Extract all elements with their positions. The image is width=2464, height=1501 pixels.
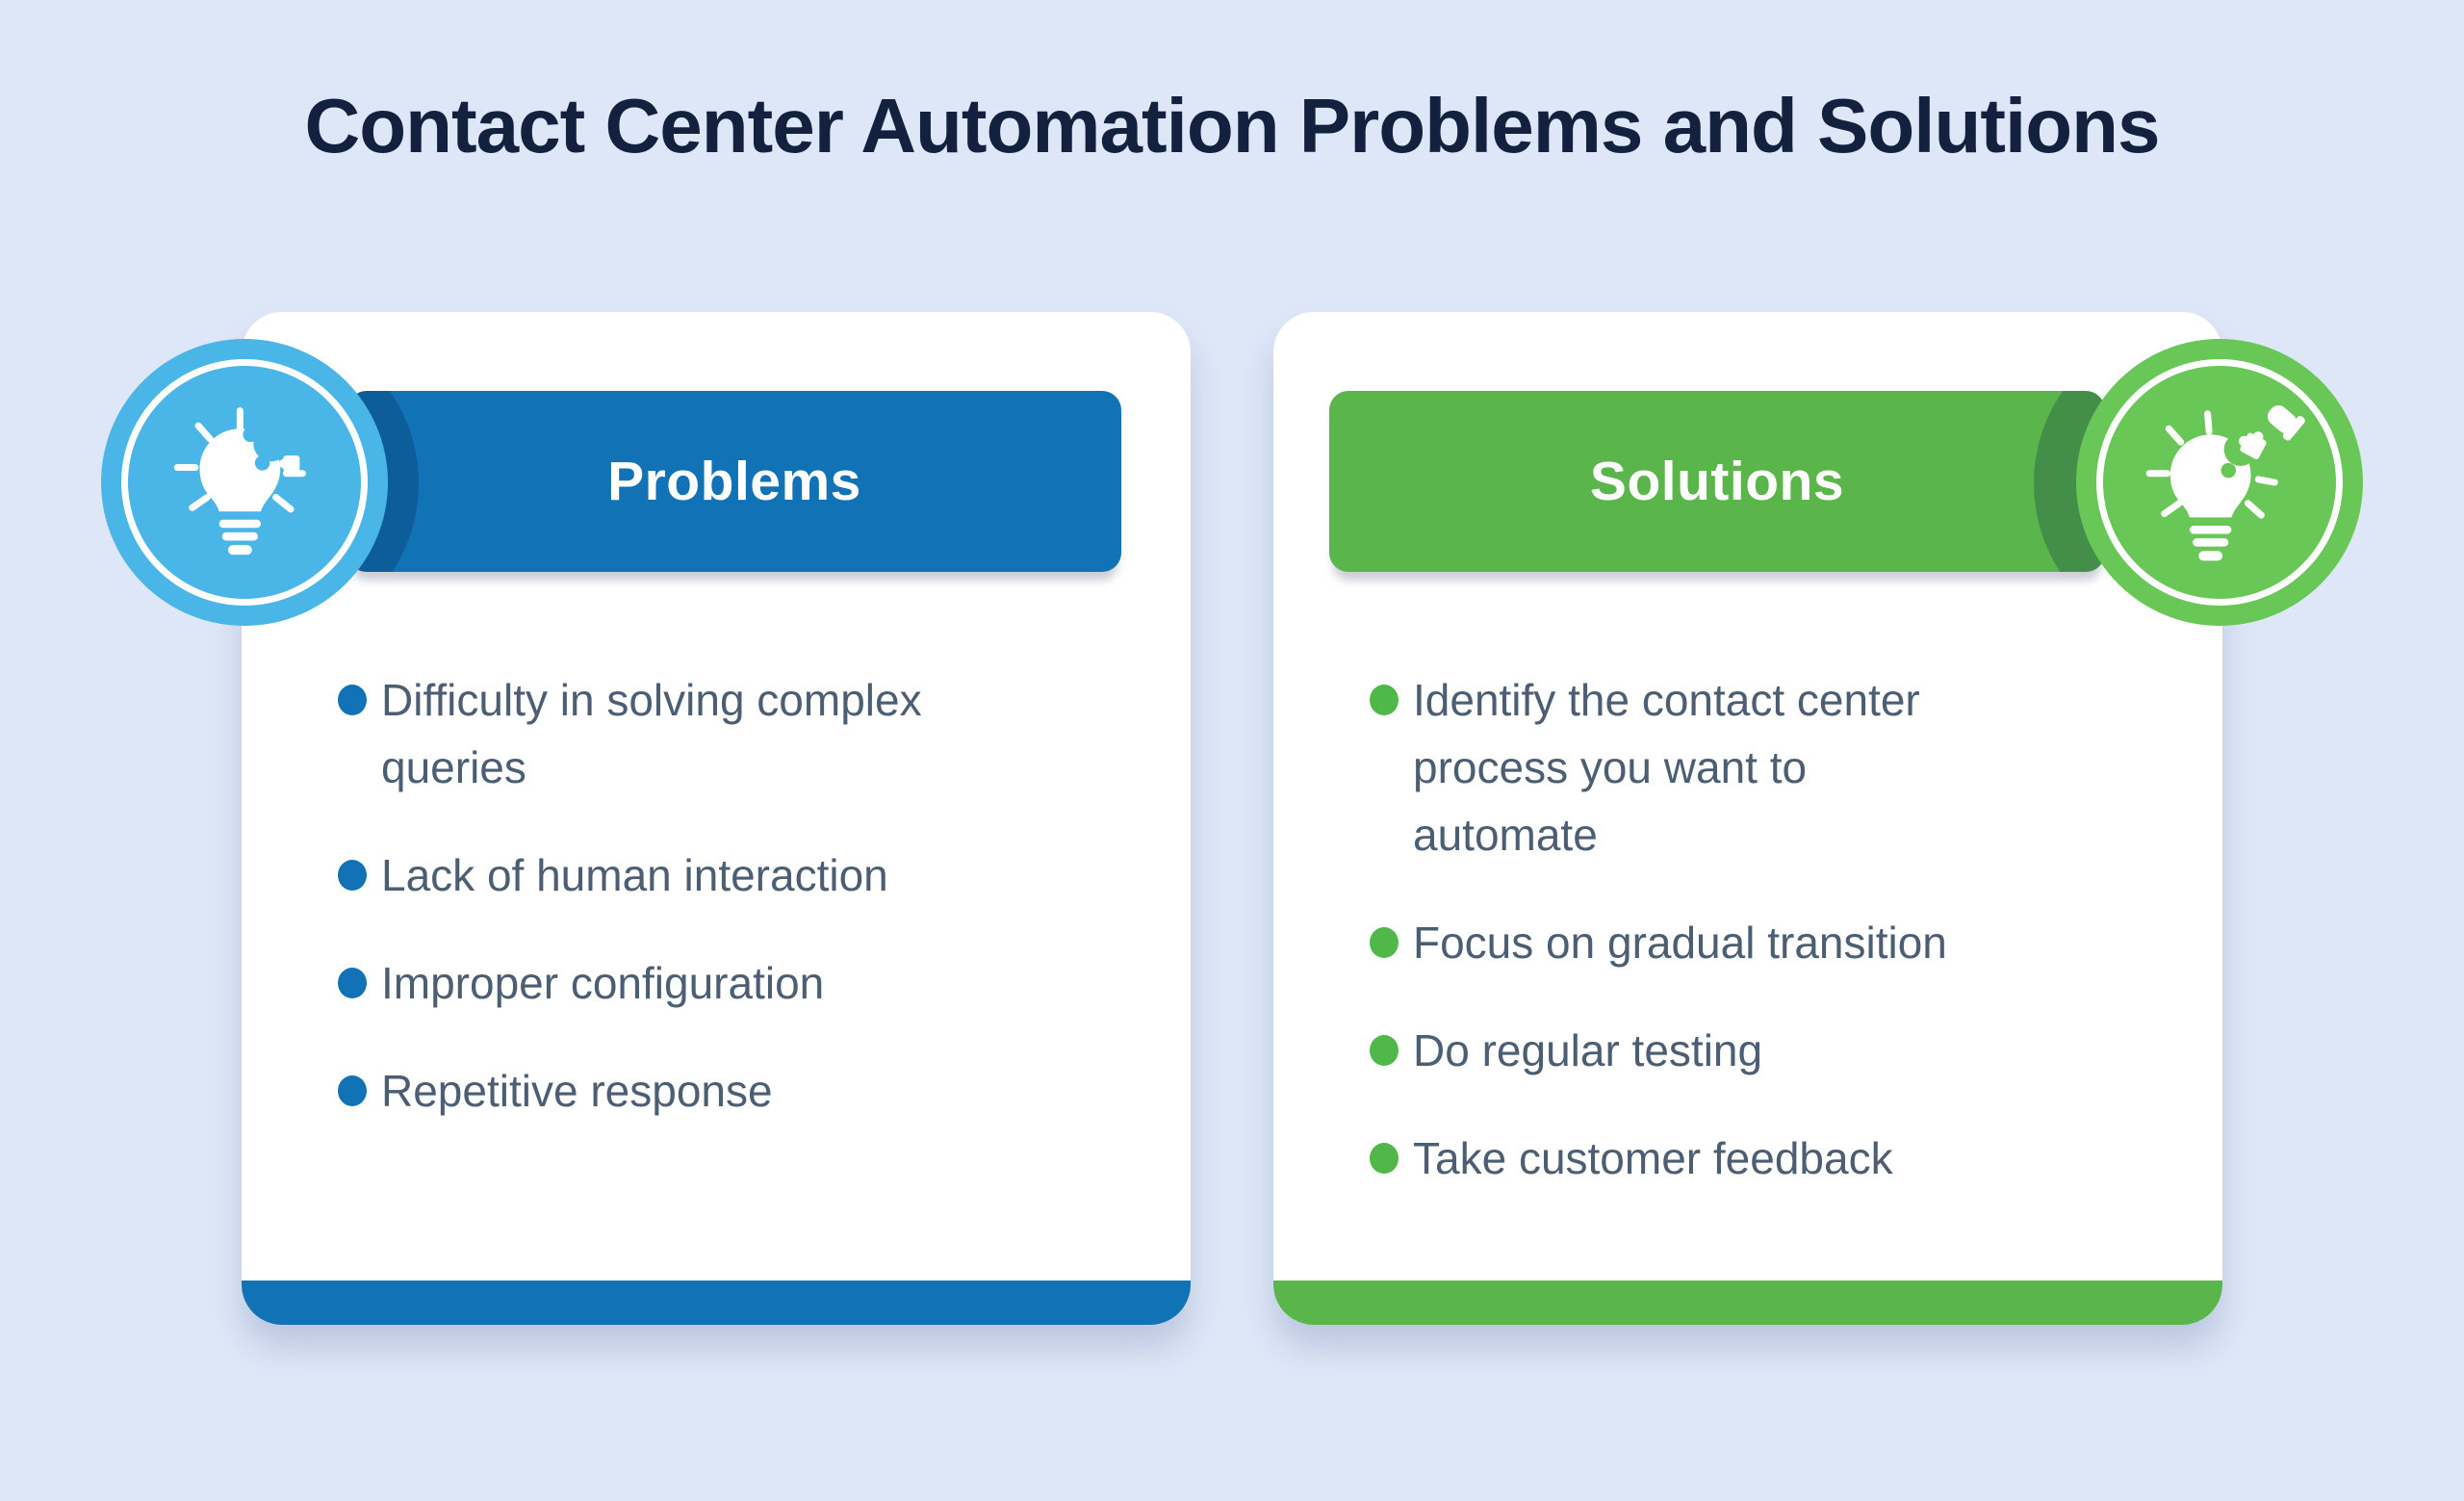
problem-bulb-puzzle-icon: [173, 407, 306, 556]
puzzle-piece: [279, 455, 300, 473]
list-item-text: Do regular testing: [1413, 1025, 1763, 1076]
solution-bulb-puzzle-hand-icon: [2145, 405, 2305, 561]
list-item-text: Focus on gradual transition: [1413, 918, 1947, 969]
bullet-dot: [1370, 927, 1399, 959]
bullet-dot: [338, 968, 367, 999]
puzzle-bite: [243, 426, 290, 471]
bullet-dot: [338, 1075, 367, 1107]
bullet-dot: [1370, 1035, 1399, 1067]
problems-header-band: Problems: [347, 391, 1121, 573]
list-item-text: Take customer feedback: [1413, 1133, 1893, 1184]
light-rays: [2145, 410, 2278, 519]
bullet-dot: [338, 685, 367, 716]
solutions-bottom-accent-bar: [1273, 1281, 2222, 1326]
list-item-text: Difficulty in solving complex queries: [381, 675, 922, 793]
cards-container: Problems Difficulty in solving complex q…: [0, 312, 2464, 1326]
list-item: Difficulty in solving complex queries: [338, 666, 1156, 801]
list-item-text: Improper configuration: [381, 958, 825, 1009]
lightbulb: [2169, 434, 2251, 561]
light-rays: [173, 407, 306, 513]
bullet-dot: [1370, 685, 1399, 716]
list-item-text: Identify the contact center process you …: [1413, 675, 1920, 861]
list-item: Identify the contact center process you …: [1370, 666, 2188, 868]
list-item-text: Lack of human interaction: [381, 850, 888, 901]
list-item: Improper configuration: [338, 949, 1156, 1017]
problems-list: Difficulty in solving complex queries La…: [242, 666, 1191, 1125]
problems-badge: [101, 339, 388, 627]
hand-icon: [2267, 405, 2305, 441]
problems-bottom-accent-bar: [242, 1281, 1191, 1326]
lightbulb: [199, 428, 281, 556]
puzzle-piece: [2239, 431, 2267, 460]
solutions-badge: [2076, 339, 2363, 627]
puzzle-bite: [2220, 433, 2257, 479]
list-item: Lack of human interaction: [338, 841, 1156, 909]
solutions-header-row: Solutions: [1273, 391, 2222, 573]
bullet-dot: [338, 860, 367, 892]
problems-header-row: Problems: [242, 391, 1191, 573]
list-item: Repetitive response: [338, 1057, 1156, 1125]
problems-card: Problems Difficulty in solving complex q…: [101, 312, 1191, 1326]
solutions-card: Solutions Identify the contact center pr…: [1273, 312, 2363, 1326]
solutions-title: Solutions: [1589, 451, 1845, 513]
list-item: Focus on gradual transition: [1370, 909, 2188, 976]
page-title: Contact Center Automation Problems and S…: [304, 83, 2161, 168]
solutions-list: Identify the contact center process you …: [1273, 666, 2222, 1192]
list-item: Take customer feedback: [1370, 1125, 2188, 1192]
solutions-header-band: Solutions: [1329, 391, 2105, 573]
list-item: Do regular testing: [1370, 1017, 2188, 1084]
bullet-dot: [1370, 1143, 1399, 1175]
problems-title: Problems: [607, 451, 861, 513]
list-item-text: Repetitive response: [381, 1066, 773, 1117]
